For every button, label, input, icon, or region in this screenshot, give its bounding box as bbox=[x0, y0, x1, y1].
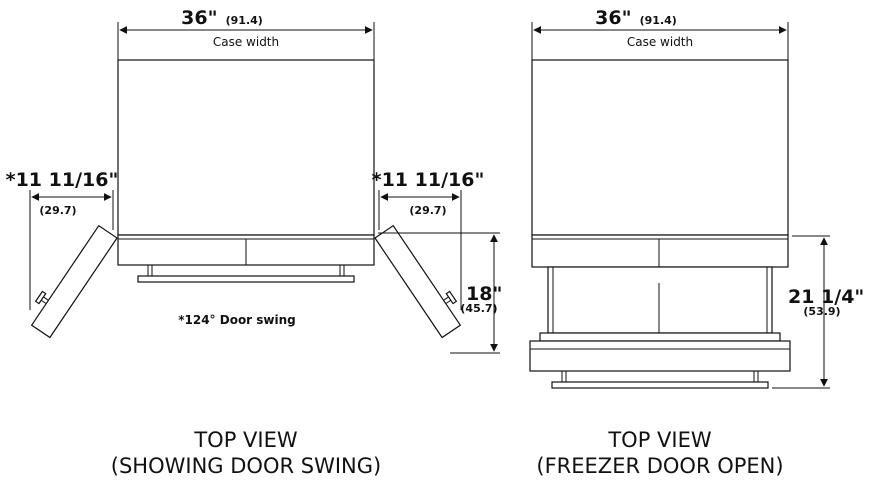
left-swing-metric: (29.7) bbox=[39, 204, 76, 217]
left-depth-value: 18" bbox=[466, 283, 502, 305]
left-caption-line2: (SHOWING DOOR SWING) bbox=[111, 454, 381, 478]
freezer-drawer-basket bbox=[547, 266, 773, 334]
right-door-strip bbox=[531, 234, 789, 268]
left-width-label: Case width bbox=[213, 35, 279, 49]
svg-text:36" (91.4): 36" (91.4) bbox=[595, 7, 677, 29]
right-open-door bbox=[374, 224, 462, 339]
right-swing-metric: (29.7) bbox=[409, 204, 446, 217]
freezer-drawer-front bbox=[529, 340, 791, 372]
left-width-value: 36" bbox=[181, 7, 217, 29]
left-cabinet-body bbox=[117, 59, 375, 236]
left-width-metric: (91.4) bbox=[226, 14, 263, 27]
right-caption-line2: (FREEZER DOOR OPEN) bbox=[536, 454, 783, 478]
left-depth-metric: (45.7) bbox=[460, 302, 497, 315]
left-view: 36" (91.4) Case width bbox=[6, 7, 503, 478]
freezer-drawer-handle bbox=[551, 381, 769, 389]
right-cabinet-body bbox=[531, 59, 789, 236]
left-bottom-handle bbox=[137, 275, 355, 283]
right-swing-value: *11 11/16" bbox=[372, 169, 485, 191]
right-width-label: Case width bbox=[627, 35, 693, 49]
left-open-door bbox=[30, 224, 118, 339]
right-width-metric: (91.4) bbox=[640, 14, 677, 27]
left-caption-line1: TOP VIEW bbox=[193, 428, 298, 452]
left-swing-value: *11 11/16" bbox=[6, 169, 119, 191]
right-depth-value: 21 1/4" bbox=[788, 286, 864, 308]
right-width-value: 36" bbox=[595, 7, 631, 29]
right-caption-line1: TOP VIEW bbox=[607, 428, 712, 452]
right-view: 36" (91.4) Case width bbox=[529, 7, 864, 478]
right-depth-metric: (53.9) bbox=[803, 305, 840, 318]
svg-text:36" (91.4): 36" (91.4) bbox=[181, 7, 263, 29]
door-swing-note: *124° Door swing bbox=[178, 313, 296, 327]
